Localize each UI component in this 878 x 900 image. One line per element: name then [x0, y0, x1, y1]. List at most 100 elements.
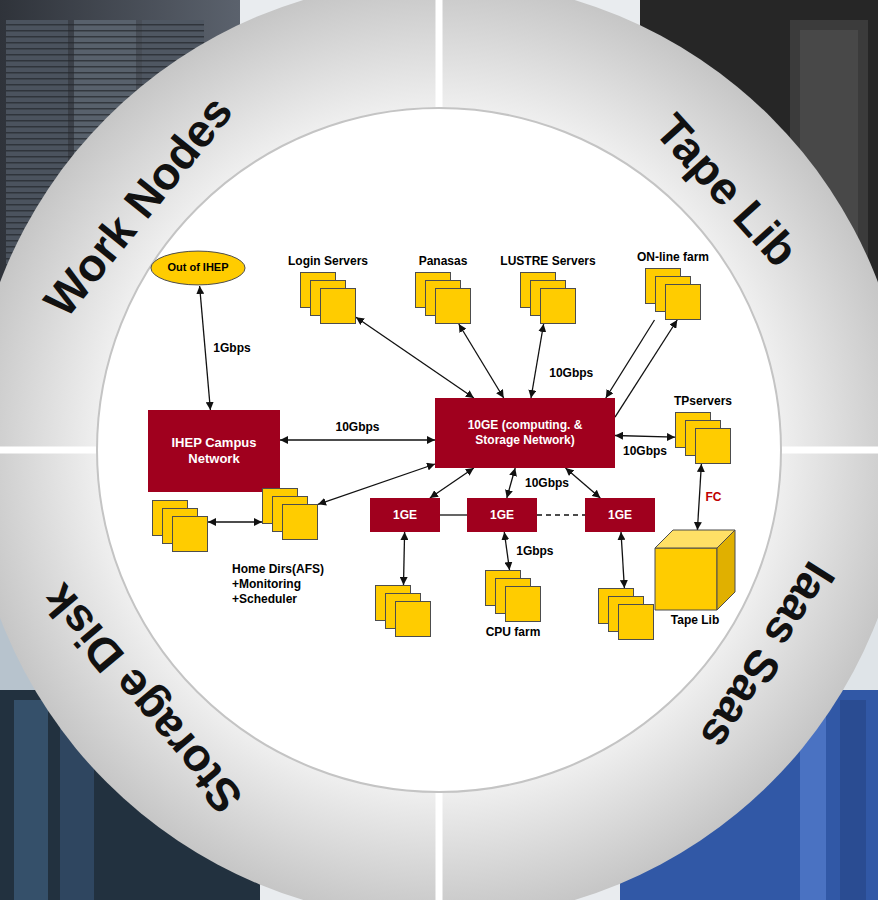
ring-quadrant-label: Storage Disk [34, 577, 250, 822]
text-holder: Out of IHEP [150, 250, 246, 286]
link-speed-label: 1Gbps [213, 341, 250, 356]
node-label: 1GE [490, 508, 514, 523]
server-unit [506, 587, 541, 622]
server-unit [541, 289, 576, 324]
node-label: IHEP Campus Network [156, 435, 272, 468]
text-holder: 10GE (computing. & Storage Network) [435, 398, 615, 468]
node-label: CPU farm [486, 625, 541, 640]
link-speed-label: 10Gbps [525, 476, 569, 491]
switch-body [148, 410, 280, 492]
stack-shape [262, 488, 318, 540]
link-label-holder: FC [703, 490, 723, 505]
stack-shape [152, 500, 208, 552]
stack-shape [415, 272, 471, 324]
network-link [440, 514, 467, 515]
server-stack: Login Servers [300, 272, 356, 324]
network-link [208, 521, 262, 522]
server-unit [436, 289, 471, 324]
link-label-holder: 10Gbps [523, 476, 571, 491]
link-speed-label: 10Gbps [623, 444, 667, 459]
network-link [621, 532, 624, 588]
inner-circle [97, 108, 781, 792]
text-holder: IHEP Campus Network [148, 410, 280, 492]
server-unit [173, 517, 208, 552]
cube-side [717, 530, 735, 610]
node-label: Tape Lib [671, 613, 719, 628]
node-label: Home Dirs(AFS) +Monitoring +Scheduler [232, 562, 344, 607]
link-label-holder: 1Gbps [211, 341, 252, 356]
server-stack: CPU farm [485, 570, 541, 622]
network-link [200, 286, 211, 410]
cube-front [655, 548, 717, 610]
stack-shape [485, 570, 541, 622]
link-label-holder: 10Gbps [621, 444, 669, 459]
cube-shape [655, 530, 735, 610]
external-network-ellipse: Out of IHEP [150, 250, 246, 286]
switch-box: IHEP Campus Network [148, 410, 280, 492]
network-link [504, 532, 509, 570]
label-holder: Home Dirs(AFS) +Monitoring +Scheduler [232, 562, 344, 607]
label-holder: Login Servers [288, 254, 368, 269]
switch-body [435, 398, 615, 468]
ring-quadrant-label: Tape Lib [648, 106, 806, 275]
stack-shape [598, 588, 654, 640]
network-link [537, 514, 585, 515]
stack-shape [645, 268, 701, 320]
link-label-holder: 10Gbps [547, 366, 595, 381]
link-label-holder: 10Gbps [333, 420, 381, 435]
switch-body [585, 498, 655, 532]
ring-label-holder: Work Nodes [36, 88, 240, 325]
text-holder: 1GE [585, 498, 655, 532]
text-holder: 1GE [370, 498, 440, 532]
switch-box: 1GE [585, 498, 655, 532]
switch-body [370, 498, 440, 532]
link-label-holder: 1Gbps [514, 544, 555, 559]
network-link [531, 324, 544, 398]
link-speed-label: 10Gbps [549, 366, 593, 381]
label-holder: TPservers [674, 394, 732, 409]
server-unit [619, 605, 654, 640]
ring-quadrant-label: Work Nodes [36, 88, 240, 325]
server-unit [696, 429, 731, 464]
server-stack: ON-line farm [645, 268, 701, 320]
network-link [507, 468, 515, 498]
switch-box: 10GE (computing. & Storage Network) [435, 398, 615, 468]
server-stack: Home Dirs(AFS) +Monitoring +Scheduler [262, 488, 318, 540]
server-stack [598, 588, 654, 640]
stack-shape [375, 585, 431, 637]
text-holder: 1GE [467, 498, 537, 532]
network-link [606, 320, 655, 398]
network-link [697, 464, 701, 530]
label-holder: CPU farm [486, 625, 541, 640]
network-link [404, 532, 405, 585]
node-label: LUSTRE Servers [500, 254, 595, 269]
network-link [430, 468, 474, 498]
network-link [615, 320, 677, 417]
server-stack: LUSTRE Servers [520, 272, 576, 324]
node-label: ON-line farm [637, 250, 709, 265]
server-stack: Panasas [415, 272, 471, 324]
node-label: 1GE [608, 508, 632, 523]
label-holder: Tape Lib [671, 613, 719, 628]
node-label: Panasas [419, 254, 468, 269]
ring-label-holder: Storage Disk [34, 577, 250, 822]
link-speed-label: 1Gbps [516, 544, 553, 559]
label-holder: Panasas [419, 254, 468, 269]
server-stack [375, 585, 431, 637]
link-speed-label: 10Gbps [335, 420, 379, 435]
node-label: Login Servers [288, 254, 368, 269]
stack-shape [520, 272, 576, 324]
node-label: Out of IHEP [167, 261, 228, 275]
stack-shape [675, 412, 731, 464]
ellipse-body [151, 251, 245, 285]
network-link [459, 324, 504, 398]
switch-box: 1GE [467, 498, 537, 532]
label-holder: ON-line farm [637, 250, 709, 265]
network-link [356, 317, 474, 398]
node-label: 1GE [393, 508, 417, 523]
stack-shape [300, 272, 356, 324]
tape-library-cube: Tape Lib [655, 530, 735, 610]
server-unit [321, 289, 356, 324]
